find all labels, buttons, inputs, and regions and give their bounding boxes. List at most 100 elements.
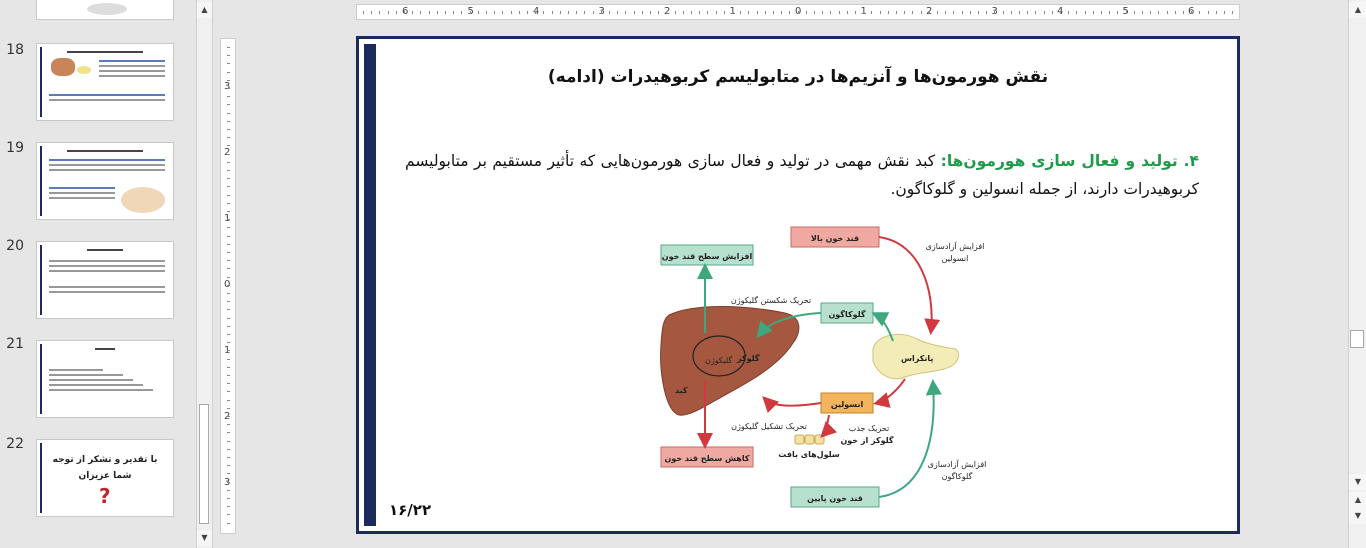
horizontal-ruler[interactable]: 6543210123456 <box>356 4 1240 20</box>
ruler-tick <box>1133 11 1135 14</box>
insulin-label: انسولین <box>831 400 864 409</box>
ruler-tick <box>227 153 230 155</box>
slide-thumbnail-19[interactable] <box>36 142 174 220</box>
ruler-tick <box>969 11 971 14</box>
ruler-tick <box>920 11 922 14</box>
ruler-tick <box>420 11 422 14</box>
thumbnail-number-20: 20 <box>6 238 24 254</box>
slide-thumbnail-18[interactable] <box>36 43 174 121</box>
glucose-regulation-diagram[interactable]: گلیکوژن گلوکز کبد پانکراس قند خون بالا ا… <box>655 221 1021 513</box>
slide-thumbnail-22[interactable]: با تقدیر و تشکر از توجه شما عزیزان ? <box>36 439 174 517</box>
ruler-tick <box>1166 11 1168 14</box>
ruler-tick <box>830 11 832 14</box>
ruler-tick <box>650 11 651 14</box>
ruler-tick <box>227 186 230 188</box>
ruler-tick <box>227 293 230 294</box>
ruler-tick <box>986 11 988 14</box>
glucagon-label: گلوکاگون <box>828 309 865 319</box>
ruler-tick <box>1215 11 1217 14</box>
stim-uptake-label-2: گلوکز از خون <box>840 435 893 445</box>
slide-thumbnail-pane[interactable]: 18 19 20 21 <box>0 0 196 548</box>
ruler-tick <box>633 11 635 14</box>
ruler-tick <box>912 11 914 14</box>
slide-scroll-thumb[interactable] <box>1350 330 1364 348</box>
ruler-tick <box>227 498 230 499</box>
ruler-left-label: 2 <box>224 147 231 158</box>
thumbnail-thanks-text: با تقدیر و تشکر از توجه شما عزیزان <box>37 452 173 484</box>
decrease-blood-sugar-label: کاهش سطح قند خون <box>664 454 749 464</box>
ruler-tick <box>227 383 230 385</box>
ruler-tick <box>363 11 364 14</box>
ruler-tick <box>227 88 230 89</box>
ruler-top-label: 4 <box>533 6 540 17</box>
ruler-tick <box>699 11 701 14</box>
ruler-tick <box>1109 11 1111 14</box>
ruler-tick <box>227 325 230 327</box>
scroll-down-icon[interactable]: ▼ <box>1349 474 1366 490</box>
ruler-tick <box>1019 11 1020 14</box>
thumbnail-scrollbar[interactable]: ▲ ▼ <box>196 0 213 548</box>
ruler-tick <box>609 11 610 14</box>
ruler-tick <box>1142 11 1143 14</box>
ruler-tick <box>227 235 230 237</box>
ruler-tick <box>227 63 230 65</box>
ruler-tick <box>740 11 742 14</box>
ruler-tick <box>789 11 791 14</box>
ruler-tick <box>227 342 230 344</box>
ruler-tick <box>227 301 230 303</box>
scroll-down-icon[interactable]: ▼ <box>197 530 212 546</box>
ruler-tick <box>863 11 865 14</box>
ruler-tick <box>486 11 487 14</box>
ruler-tick <box>227 448 230 450</box>
ruler-tick <box>227 202 230 204</box>
green-arrow-to-liver <box>756 312 822 339</box>
slide-body-text[interactable]: ۴. تولید و فعال سازی هورمون‌ها: کبد نقش … <box>405 147 1199 203</box>
slide-scrollbar[interactable]: ▲ ▼ ▲ ▼ <box>1348 0 1366 548</box>
release-glucagon-label-1: افزایش آزادسازی <box>928 459 987 469</box>
ruler-tick <box>379 11 381 14</box>
red-arrow-to-cells <box>820 414 838 438</box>
slide-thumbnail-17[interactable] <box>36 0 174 20</box>
ruler-tick <box>227 112 230 114</box>
ruler-tick <box>978 11 979 14</box>
ruler-tick <box>1035 11 1037 14</box>
ruler-left-label: 0 <box>224 279 230 290</box>
previous-slide-icon[interactable]: ▲ <box>1349 492 1366 508</box>
next-slide-icon[interactable]: ▼ <box>1349 508 1366 524</box>
thumbnail-scroll-thumb[interactable] <box>199 404 209 524</box>
ruler-tick <box>227 47 230 48</box>
ruler-tick <box>227 407 230 409</box>
ruler-tick <box>814 11 815 14</box>
ruler-tick <box>846 11 848 14</box>
ruler-tick <box>227 350 230 352</box>
ruler-tick <box>928 11 930 14</box>
ruler-tick <box>666 11 668 14</box>
ruler-tick <box>518 11 520 14</box>
slide-thumbnail-20[interactable] <box>36 241 174 319</box>
slide-title[interactable]: نقش هورمون‌ها و آنزیم‌ها در متابولیسم کر… <box>547 67 1049 87</box>
body-heading: ۴. تولید و فعال سازی هورمون‌ها: <box>940 152 1199 170</box>
release-glucagon-label-2: گلوکاگون <box>942 471 973 481</box>
ruler-tick <box>756 11 758 14</box>
scroll-up-icon[interactable]: ▲ <box>1349 2 1366 18</box>
ruler-tick <box>227 71 230 73</box>
release-insulin-label-2: انسولین <box>942 254 969 263</box>
vertical-ruler[interactable]: 3210123 <box>220 38 236 534</box>
ruler-tick <box>227 366 230 368</box>
scroll-up-icon[interactable]: ▲ <box>197 2 212 18</box>
slide-canvas[interactable]: نقش هورمون‌ها و آنزیم‌ها در متابولیسم کر… <box>356 36 1240 534</box>
ruler-tick <box>436 11 438 14</box>
ruler-tick <box>445 11 446 14</box>
ruler-tick <box>227 473 230 475</box>
ruler-tick <box>723 11 725 14</box>
ruler-top-label: 5 <box>467 6 474 17</box>
green-arrow-to-glucagon <box>871 312 894 342</box>
stim-uptake-label-1: تحریک جذب <box>849 424 889 433</box>
ruler-tick <box>227 284 230 286</box>
green-arrow-to-pancreas <box>878 379 942 498</box>
slide-thumbnail-21[interactable] <box>36 340 174 418</box>
ruler-tick <box>715 11 717 14</box>
ruler-tick <box>1076 11 1078 14</box>
ruler-tick <box>227 416 230 417</box>
ruler-tick <box>584 11 586 14</box>
